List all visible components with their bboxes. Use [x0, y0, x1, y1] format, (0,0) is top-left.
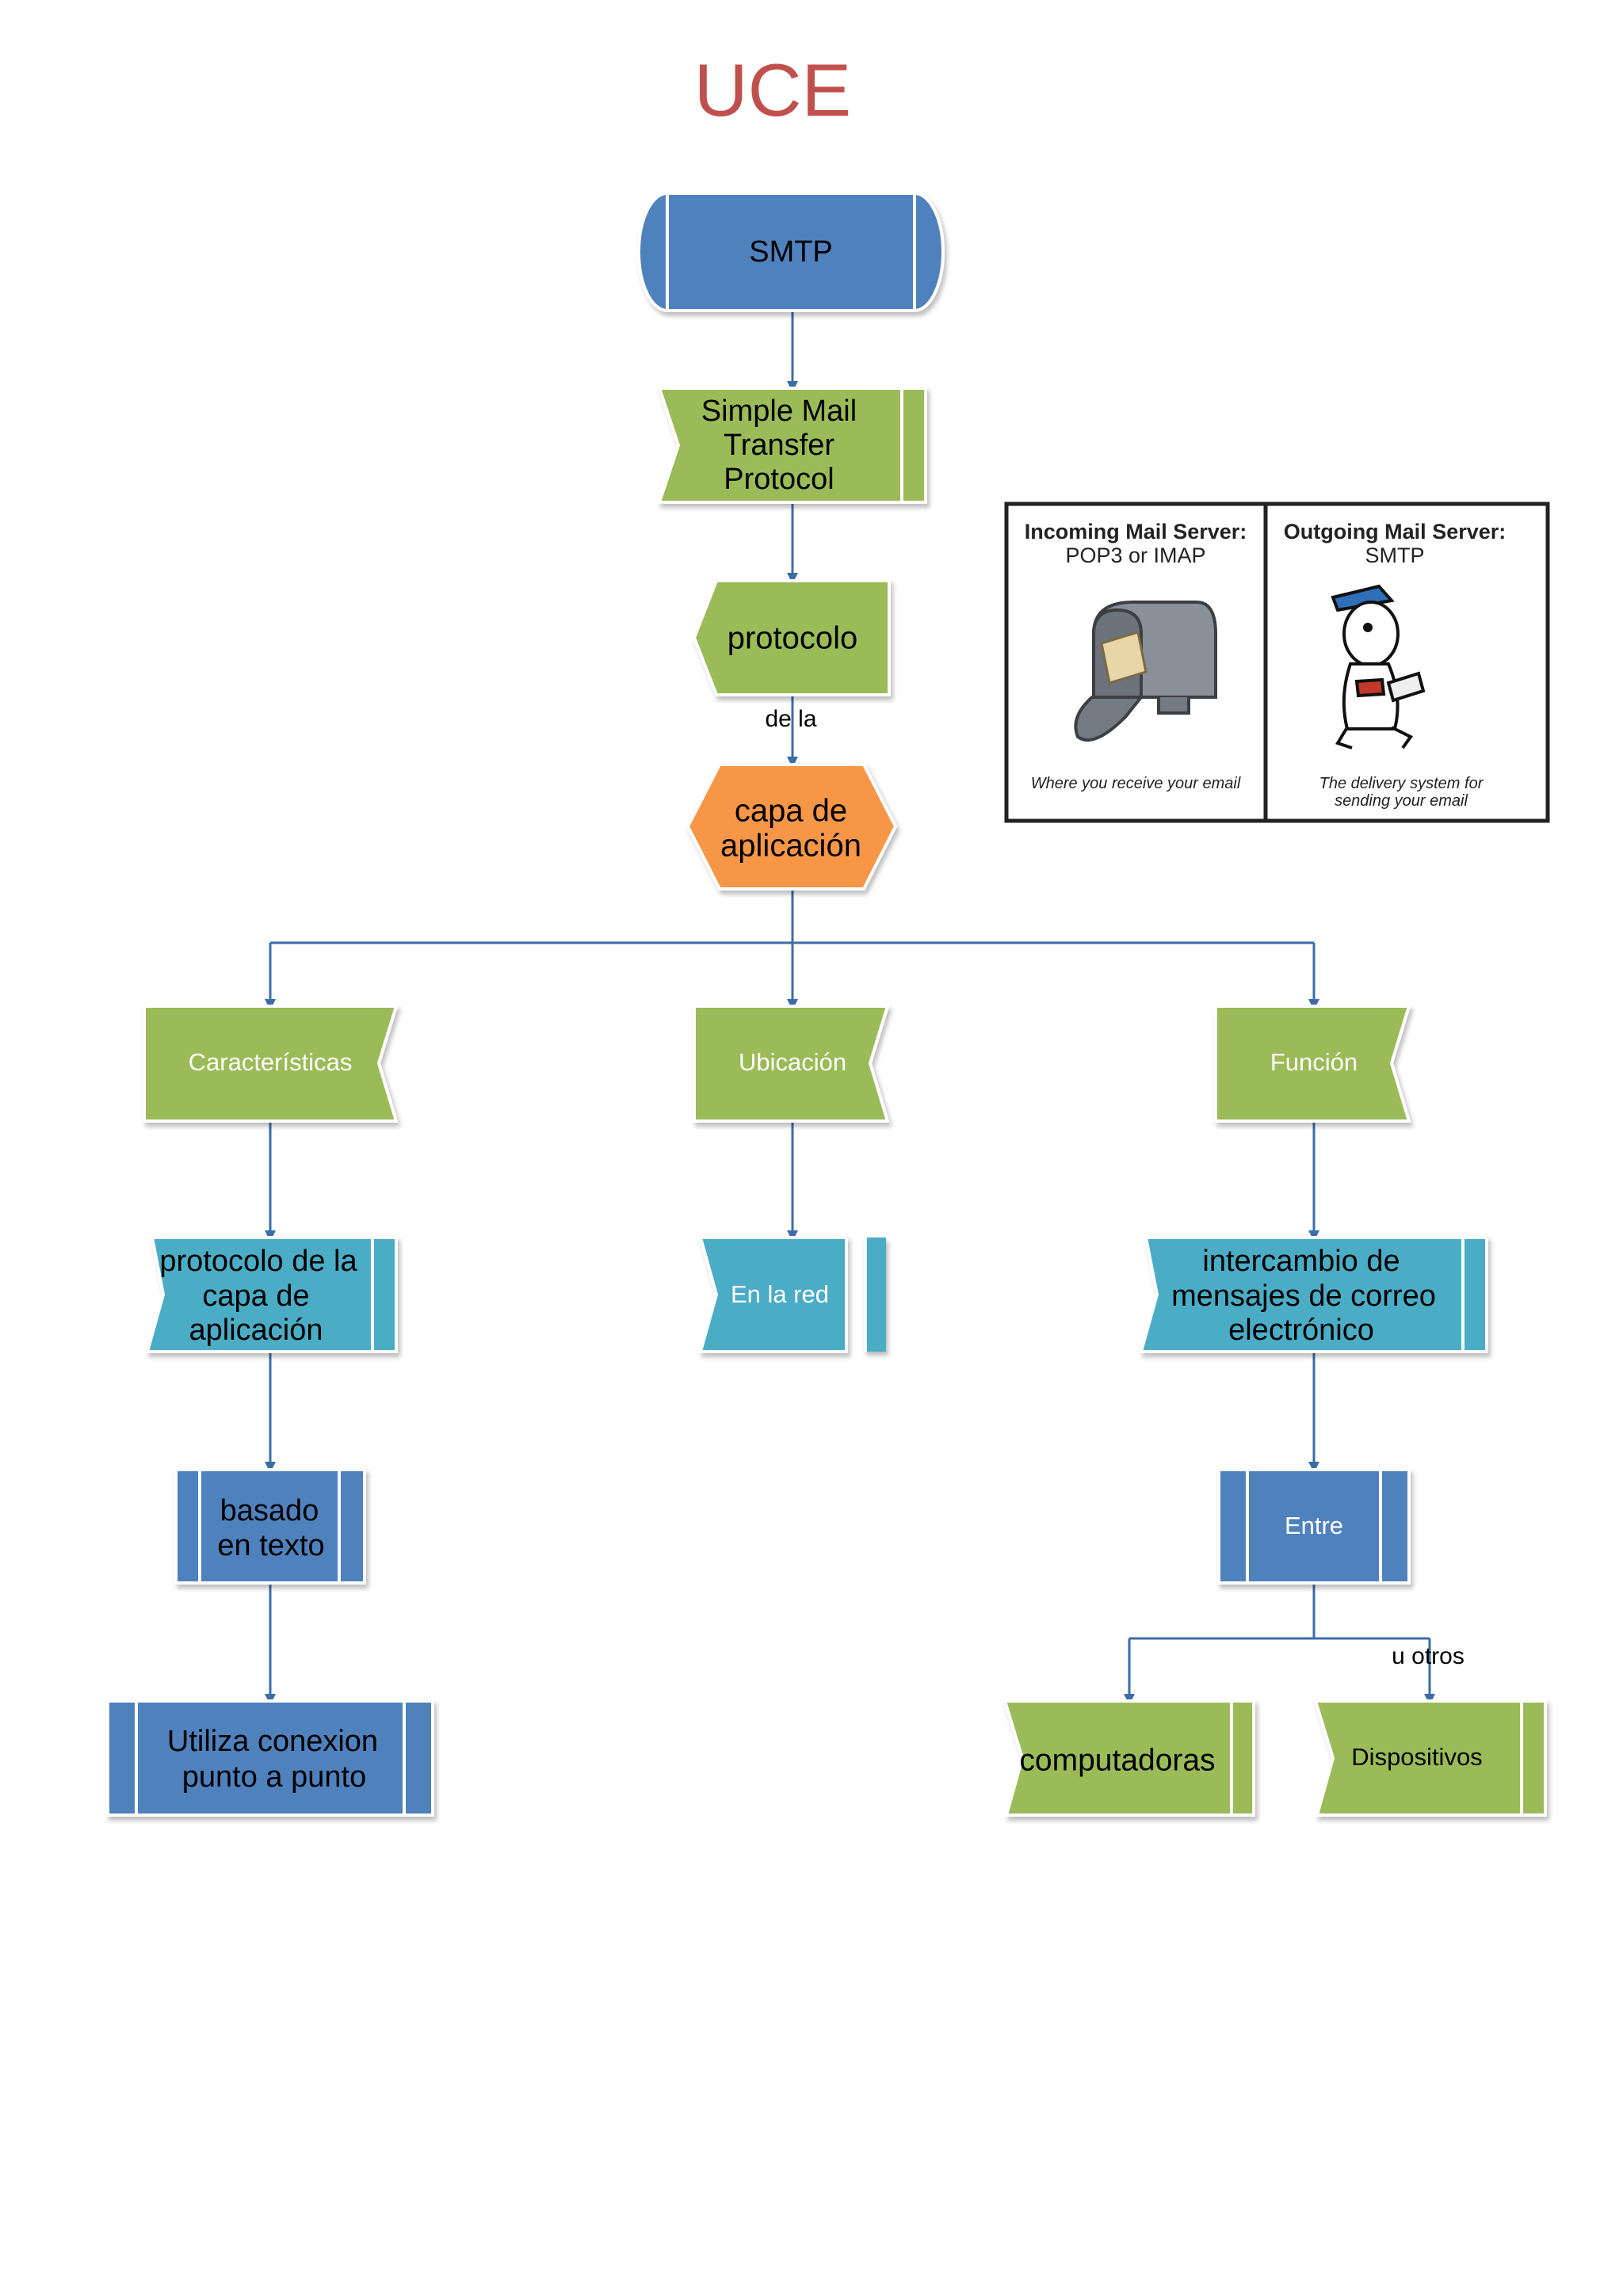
page-title: UCE	[693, 48, 852, 132]
node-capa	[685, 763, 898, 891]
node-utiliza-line-2: punto a punto	[182, 1760, 366, 1794]
node-intercambio-line-1: intercambio de	[1202, 1245, 1400, 1278]
edge-label-u-otros: u otros	[1392, 1643, 1465, 1669]
node-intercambio-line-3: electrónico	[1228, 1314, 1374, 1347]
node-en-la-red	[698, 1236, 886, 1353]
connectors	[265, 311, 1435, 1705]
outgoing-server-caption-2: sending your email	[1335, 792, 1468, 810]
node-caracteristicas	[143, 1005, 399, 1123]
node-intercambio	[1139, 1236, 1488, 1353]
node-simple-mail-line-2: Transfer	[724, 429, 834, 462]
node-protocolo-capa-line-2: capa de	[202, 1280, 309, 1313]
node-entre	[1217, 1468, 1411, 1585]
node-utiliza	[106, 1699, 434, 1817]
mailbox-icon	[1074, 601, 1217, 742]
node-computadoras-label: computadoras	[1019, 1743, 1215, 1777]
node-protocolo-capa-line-3: aplicación	[189, 1314, 323, 1347]
node-funcion-label: Función	[1270, 1048, 1358, 1076]
node-simple-mail-line-1: Simple Mail	[701, 395, 857, 428]
node-capa-line-2: aplicación	[720, 829, 861, 864]
outgoing-server-caption-1: The delivery system for	[1319, 775, 1484, 792]
node-smtp-label: SMTP	[749, 235, 833, 269]
node-basado	[174, 1468, 366, 1585]
outgoing-server-title-2: SMTP	[1365, 543, 1424, 567]
node-protocolo-label: protocolo	[727, 621, 858, 656]
node-dispositivos	[1313, 1699, 1547, 1817]
outgoing-server-title-1: Outgoing Mail Server:	[1284, 520, 1507, 543]
node-dispositivos-label: Dispositivos	[1351, 1743, 1482, 1771]
node-protocolo-capa-line-1: protocolo de la	[159, 1245, 357, 1278]
node-simple-mail	[657, 387, 927, 504]
edge-label-de-la: de la	[765, 706, 816, 732]
incoming-server-title-2: POP3 or IMAP	[1065, 543, 1205, 567]
node-protocolo-capa	[145, 1236, 398, 1353]
node-protocolo	[692, 579, 891, 696]
node-utiliza-line-1: Utiliza conexion	[167, 1725, 378, 1758]
node-computadoras	[1002, 1699, 1255, 1817]
node-ubicacion-label: Ubicación	[739, 1048, 846, 1076]
node-capa-line-1: capa de	[735, 794, 847, 829]
node-simple-mail-line-3: Protocol	[724, 463, 834, 496]
node-entre-label: Entre	[1285, 1512, 1343, 1539]
mail-carrier-icon	[1331, 584, 1426, 749]
node-en-la-red-label: En la red	[731, 1280, 829, 1308]
node-basado-line-2: en texto	[217, 1529, 324, 1562]
node-intercambio-line-2: mensajes de correo	[1171, 1280, 1436, 1313]
mail-server-illustration: Incoming Mail Server: POP3 or IMAP Outgo…	[1004, 502, 1550, 823]
incoming-server-title-1: Incoming Mail Server:	[1025, 520, 1247, 543]
node-basado-line-1: basado	[220, 1494, 319, 1527]
node-funcion	[1214, 1005, 1411, 1123]
incoming-server-caption: Where you receive your email	[1031, 775, 1241, 792]
node-caracteristicas-label: Características	[189, 1048, 353, 1076]
node-ubicacion	[693, 1005, 890, 1123]
node-smtp	[637, 192, 945, 312]
